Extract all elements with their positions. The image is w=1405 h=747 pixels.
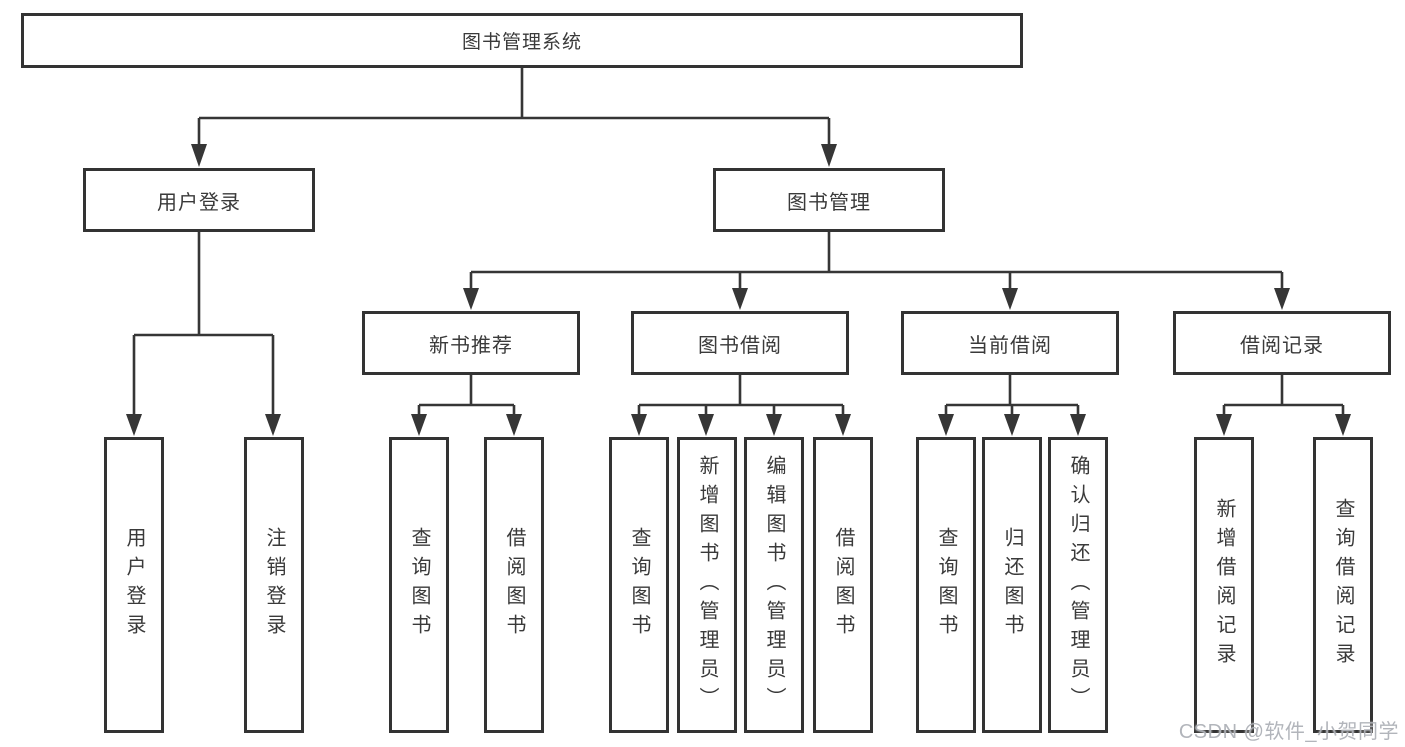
node-user-login: 用户登录 bbox=[83, 168, 315, 232]
node-label: 用户登录 bbox=[157, 191, 241, 214]
csdn-watermark: CSDN @软件_小贺同学 bbox=[1178, 721, 1399, 743]
node-label: 查询图书 bbox=[628, 527, 650, 643]
leaf-cb-return-books: 归还图书 bbox=[982, 437, 1042, 733]
node-label: 图书管理 bbox=[787, 191, 871, 214]
leaf-user-login: 用户登录 bbox=[104, 437, 164, 733]
node-label: 新增借阅记录 bbox=[1213, 498, 1235, 672]
leaf-br-add-record: 新增借阅记录 bbox=[1194, 437, 1254, 733]
node-label: 图书管理系统 bbox=[461, 32, 582, 53]
node-label: 查询图书 bbox=[408, 527, 430, 643]
node-library-system: 图书管理系统 bbox=[21, 13, 1023, 68]
node-label: 借阅图书 bbox=[503, 527, 525, 643]
leaf-logout: 注销登录 bbox=[244, 437, 304, 733]
node-label: 新增图书（管理员） bbox=[696, 454, 718, 716]
leaf-bb-add-books-admin: 新增图书（管理员） bbox=[677, 437, 737, 733]
node-label: 编辑图书（管理员） bbox=[763, 454, 785, 716]
node-label: 查询借阅记录 bbox=[1332, 498, 1354, 672]
node-new-book-recommendation: 新书推荐 bbox=[362, 311, 580, 375]
node-label: 用户登录 bbox=[123, 527, 145, 643]
leaf-rec-query-books: 查询图书 bbox=[389, 437, 449, 733]
tree-edges bbox=[132, 68, 1345, 416]
leaf-bb-borrow-books: 借阅图书 bbox=[813, 437, 873, 733]
node-borrowing-records: 借阅记录 bbox=[1173, 311, 1391, 375]
node-label: 图书借阅 bbox=[698, 334, 782, 357]
leaf-bb-query-books: 查询图书 bbox=[609, 437, 669, 733]
node-label: 当前借阅 bbox=[968, 334, 1052, 357]
leaf-rec-borrow-books: 借阅图书 bbox=[484, 437, 544, 733]
node-label: 确认归还（管理员） bbox=[1067, 454, 1089, 716]
node-book-borrowing: 图书借阅 bbox=[631, 311, 849, 375]
node-label: 归还图书 bbox=[1001, 527, 1023, 643]
node-label: 注销登录 bbox=[263, 527, 285, 643]
node-label: 新书推荐 bbox=[429, 334, 513, 357]
leaf-cb-confirm-return-admin: 确认归还（管理员） bbox=[1048, 437, 1108, 733]
node-label: 借阅记录 bbox=[1240, 334, 1324, 357]
leaf-bb-edit-books-admin: 编辑图书（管理员） bbox=[744, 437, 804, 733]
leaf-cb-query-books: 查询图书 bbox=[916, 437, 976, 733]
arrowheads bbox=[126, 144, 1351, 436]
leaf-br-query-record: 查询借阅记录 bbox=[1313, 437, 1373, 733]
node-book-management: 图书管理 bbox=[713, 168, 945, 232]
node-current-borrowing: 当前借阅 bbox=[901, 311, 1119, 375]
node-label: 借阅图书 bbox=[832, 527, 854, 643]
node-label: 查询图书 bbox=[935, 527, 957, 643]
